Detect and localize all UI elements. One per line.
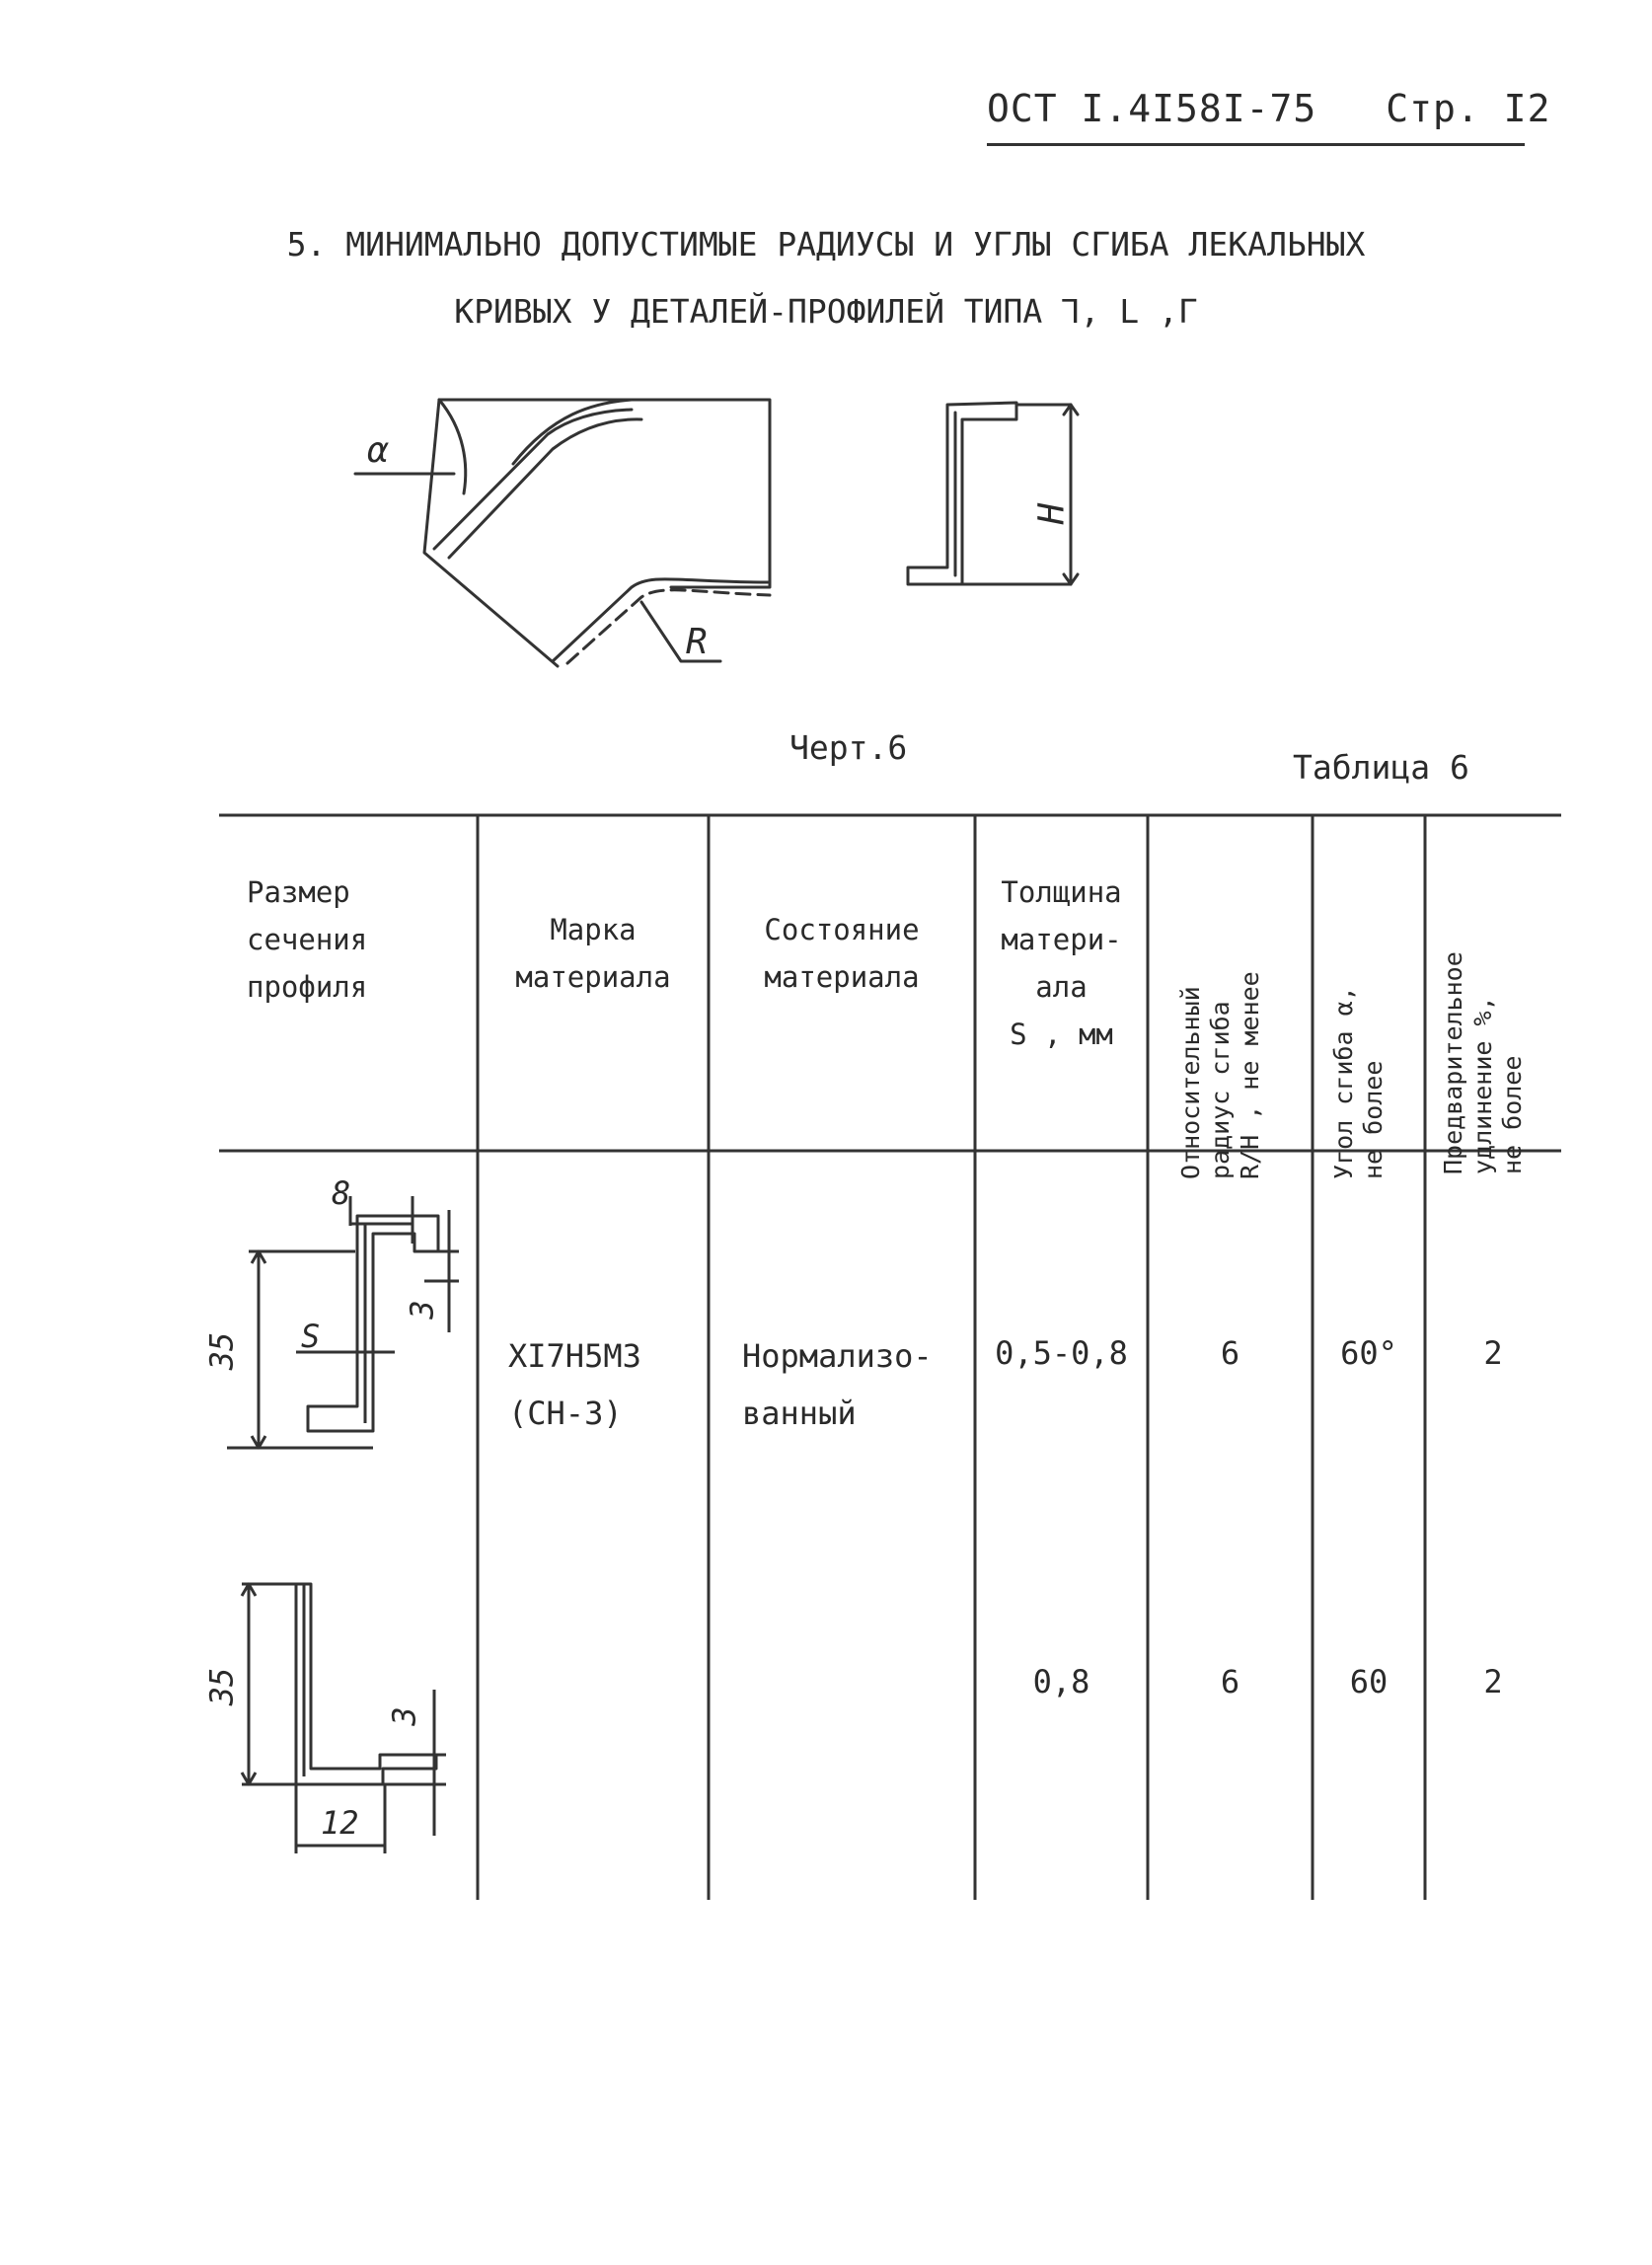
profile1-flange-label: 3 (403, 1300, 441, 1320)
header-size: Размер сечения профиля (247, 875, 368, 1004)
document-header: ОСТ I.4I58I-75 Стр. I2 (987, 87, 1550, 130)
row1-grade: XI7H5M3 (СН-3) (508, 1337, 641, 1432)
radius-label: R (686, 622, 708, 662)
profile-1-drawing (227, 1196, 459, 1450)
profile1-width-label: 8 (332, 1174, 351, 1212)
header-rule (987, 143, 1525, 146)
profile2-flange-label: 3 (385, 1706, 423, 1726)
header-angle: Угол сгиба α, не более (1329, 986, 1388, 1179)
table-grid (219, 813, 1561, 1900)
profile2-width-label: 12 (321, 1804, 359, 1842)
row2-angle: 60 (1349, 1663, 1389, 1700)
table-caption: Таблица 6 (1293, 748, 1469, 787)
section-title-line1: 5. МИНИМАЛЬНО ДОПУСТИМЫЕ РАДИУСЫ И УГЛЫ … (286, 225, 1366, 264)
header-grade: Марка материала (515, 913, 671, 994)
header-thickness: Толщина матери- ала S , мм (1001, 875, 1122, 1051)
row2-thickness: 0,8 (1032, 1663, 1090, 1700)
bend-sketch (353, 398, 772, 668)
height-label: H (1031, 502, 1073, 525)
header-elongation: Предварительное удлинение %, не более (1439, 951, 1527, 1174)
row1-state: Нормализо- ванный (742, 1337, 933, 1432)
row1-elongation: 2 (1483, 1334, 1503, 1372)
profile2-height-label: 35 (202, 1667, 241, 1706)
profile1-s-label: S (301, 1318, 321, 1355)
row1-radius: 6 (1220, 1334, 1240, 1372)
z-profile-sketch (906, 401, 1080, 586)
document-code: ОСТ I.4I58I-75 (987, 87, 1317, 130)
page-number: Стр. I2 (1386, 87, 1551, 130)
profile1-height-label: 35 (202, 1331, 241, 1371)
section-title-line2: КРИВЫХ У ДЕТАЛЕЙ-ПРОФИЛЕЙ ТИПА Ꞁ, L ,Г (454, 292, 1198, 331)
row1-thickness: 0,5-0,8 (995, 1334, 1128, 1372)
row2-elongation: 2 (1483, 1663, 1503, 1700)
row1-angle: 60° (1340, 1334, 1397, 1372)
alpha-label: α (367, 430, 389, 471)
header-radius: Относительный радиус сгиба R/H , не мене… (1176, 971, 1264, 1179)
figure-caption: Черт.6 (789, 728, 908, 767)
row2-radius: 6 (1220, 1663, 1240, 1700)
header-state: Состояние материала (764, 913, 920, 994)
profile-2-drawing (240, 1582, 446, 1853)
